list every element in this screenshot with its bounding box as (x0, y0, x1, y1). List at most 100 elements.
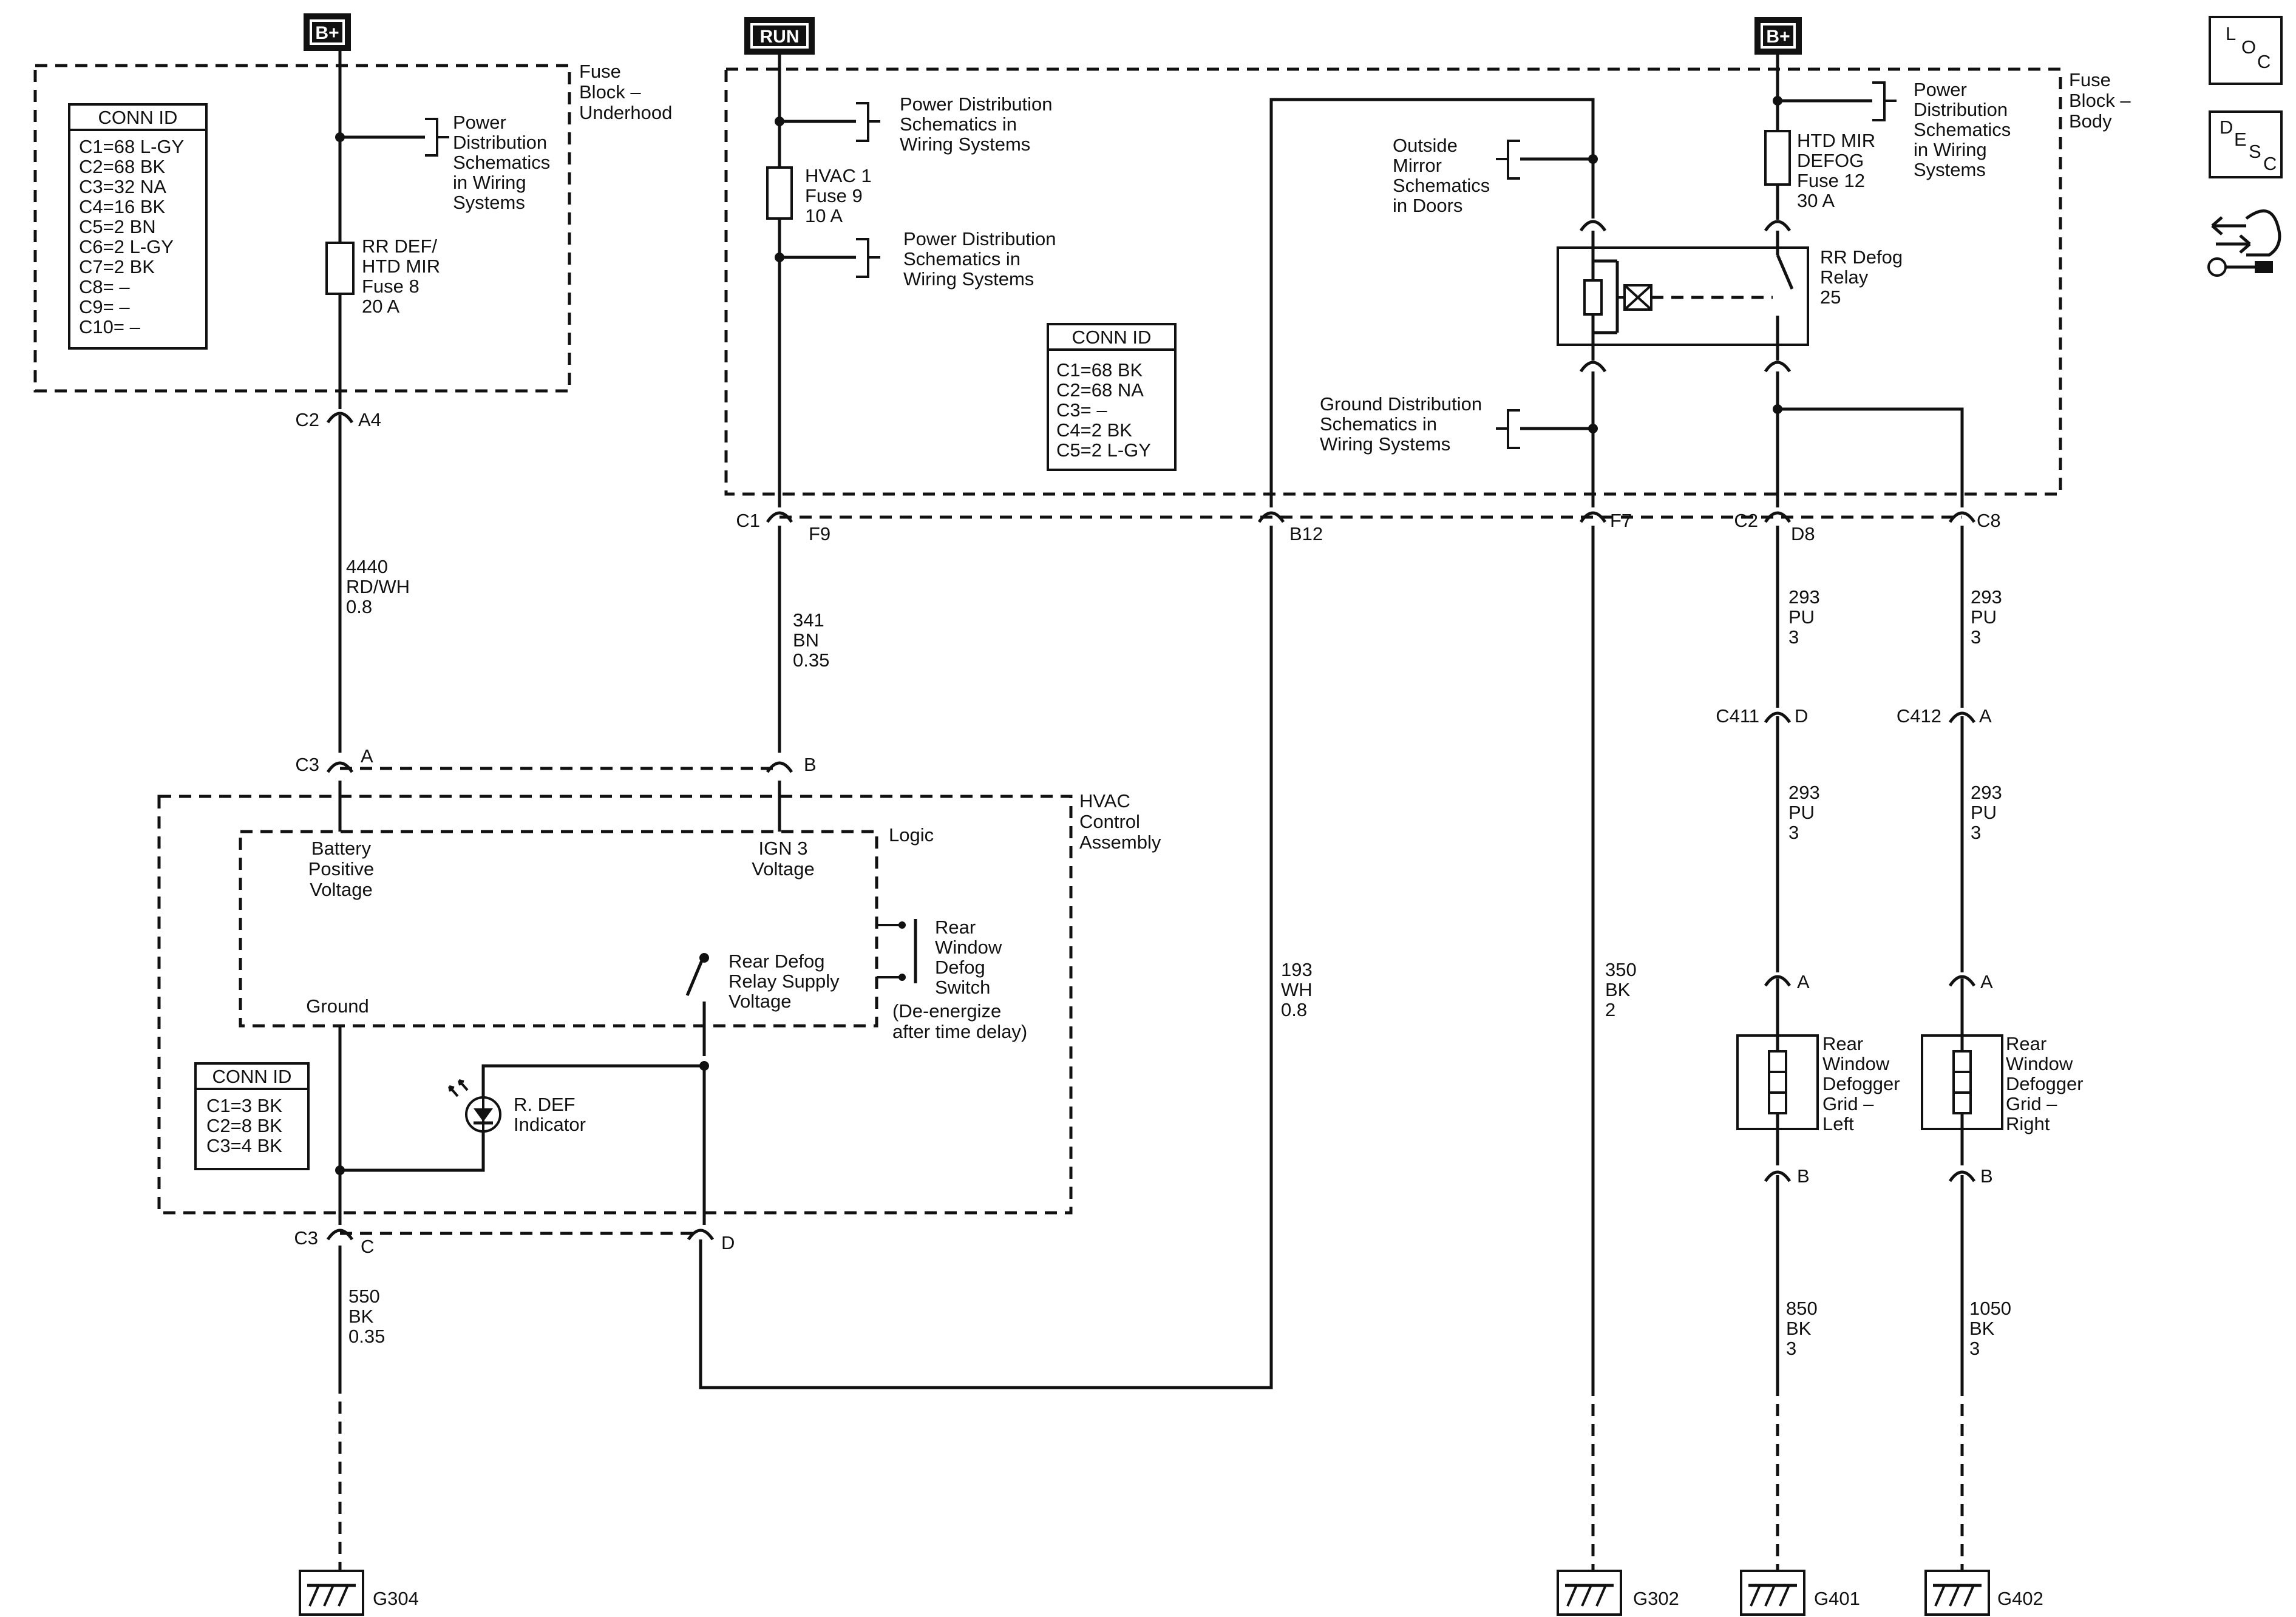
svg-text:IGN 3: IGN 3 (759, 838, 808, 859)
svg-text:BK: BK (1969, 1318, 1995, 1339)
svg-text:C4=16 BK: C4=16 BK (79, 196, 166, 217)
power-source-b-plus-left: B+ (304, 13, 351, 51)
svg-text:4440: 4440 (346, 556, 388, 577)
bracket-icon (856, 102, 880, 142)
outside-mirror-ref: Outside Mirror Schematics in Doors (1393, 135, 1490, 216)
svg-text:in Wiring: in Wiring (1914, 139, 1987, 160)
svg-text:Rear: Rear (1822, 1033, 1863, 1054)
fuse-icon (766, 166, 793, 220)
svg-text:A: A (1980, 971, 1993, 992)
svg-text:C3: C3 (295, 754, 319, 775)
svg-text:A: A (1797, 971, 1810, 992)
svg-text:(De-energize: (De-energize (892, 1000, 1001, 1022)
underhood-conn-id-table: CONN ID C1=68 L-GY C2=68 BK C3=32 NA C4=… (68, 103, 208, 350)
hvac-conn-id-table: CONN ID C1=3 BK C2=8 BK C3=4 BK (194, 1062, 310, 1170)
svg-text:Window: Window (935, 937, 1002, 958)
svg-text:C2=8 BK: C2=8 BK (206, 1115, 282, 1136)
svg-text:Rear Defog: Rear Defog (729, 951, 825, 972)
wire-350-label: 350 BK 2 (1605, 959, 1637, 1020)
svg-text:Assembly: Assembly (1079, 832, 1161, 853)
body-conn-id-table: CONN ID C1=68 BK C2=68 NA C3= – C4=2 BK … (1047, 323, 1177, 471)
svg-text:G302: G302 (1633, 1588, 1679, 1609)
connector-wrench-icon[interactable] (2207, 209, 2281, 277)
switch-note: (De-energize after time delay) (892, 1000, 1027, 1042)
wire-193 (699, 526, 1273, 1389)
defogger-grid-icon (1768, 1036, 1787, 1129)
svg-text:C3= –: C3= – (1056, 399, 1107, 421)
svg-text:0.35: 0.35 (348, 1326, 385, 1347)
svg-text:293: 293 (1971, 586, 2002, 608)
svg-text:after time delay): after time delay) (892, 1021, 1027, 1042)
svg-text:Fuse 8: Fuse 8 (362, 276, 419, 297)
connector-c2-d8: C2 D8 (1734, 510, 1815, 544)
svg-text:Voltage: Voltage (310, 879, 372, 900)
svg-text:C2=68 BK: C2=68 BK (79, 156, 166, 177)
svg-text:25: 25 (1820, 286, 1841, 308)
wire-550-label: 550 BK 0.35 (348, 1286, 385, 1347)
svg-text:C3: C3 (294, 1227, 318, 1249)
connector-c412-a: C412 A (1897, 705, 1992, 727)
svg-text:C5=2 BN: C5=2 BN (79, 216, 156, 237)
svg-text:Power Distribution: Power Distribution (903, 228, 1056, 249)
svg-text:Power Distribution: Power Distribution (900, 93, 1053, 115)
svg-text:B: B (804, 754, 817, 775)
connector-c3-a: C3 A (295, 745, 373, 775)
svg-text:Window: Window (2006, 1053, 2073, 1074)
bracket-icon (856, 238, 880, 278)
hvac-control-assembly-outline (157, 795, 1073, 1215)
bracket-icon (1496, 409, 1520, 449)
svg-text:Relay: Relay (1820, 266, 1869, 288)
svg-text:Grid –: Grid – (1822, 1093, 1874, 1114)
svg-text:Schematics: Schematics (1393, 175, 1490, 196)
svg-text:C: C (2257, 51, 2271, 72)
body-pd-ref-right: Power Distribution Schematics in Wiring … (1914, 79, 2011, 180)
svg-text:BK: BK (1605, 979, 1631, 1000)
fuse-block-underhood-outline (33, 64, 571, 393)
loc-button[interactable]: L O C (2209, 16, 2283, 85)
svg-text:C2: C2 (1734, 510, 1758, 531)
svg-text:D: D (721, 1232, 735, 1253)
svg-text:550: 550 (348, 1286, 380, 1307)
fuse-hvac-label: HVAC 1 Fuse 9 10 A (805, 165, 872, 226)
svg-text:R. DEF: R. DEF (514, 1094, 576, 1115)
defog-switch-icon (877, 919, 917, 983)
wire-293-d-label: 293 PU 3 (1971, 782, 2002, 843)
svg-text:Rear: Rear (2006, 1033, 2046, 1054)
grid-left-pin-b: B (1764, 1165, 1810, 1187)
power-source-b-plus-right: B+ (1754, 17, 1802, 55)
svg-text:Block –: Block – (579, 81, 641, 103)
svg-text:Wiring Systems: Wiring Systems (903, 268, 1034, 290)
svg-text:C1=68 BK: C1=68 BK (1056, 359, 1143, 381)
svg-text:3: 3 (1788, 626, 1799, 648)
svg-text:F7: F7 (1610, 510, 1632, 531)
svg-text:293: 293 (1971, 782, 2002, 803)
wire-850-label: 850 BK 3 (1786, 1298, 1818, 1359)
svg-text:Fuse 9: Fuse 9 (805, 185, 863, 206)
battery-voltage-label: Battery Positive Voltage (308, 838, 375, 900)
desc-button[interactable]: D E S C (2209, 110, 2283, 178)
svg-text:293: 293 (1788, 782, 1820, 803)
svg-text:Schematics in: Schematics in (903, 248, 1021, 270)
svg-text:Positive: Positive (308, 858, 375, 880)
svg-text:Fuse: Fuse (2069, 69, 2111, 90)
grid-right-pin-a: A (1948, 971, 1993, 992)
svg-text:F9: F9 (809, 523, 830, 544)
defogger-grid-icon (1952, 1036, 1972, 1129)
svg-text:O: O (2241, 36, 2256, 58)
svg-text:3: 3 (1786, 1338, 1796, 1359)
wire-1050-label: 1050 BK 3 (1969, 1298, 2011, 1359)
connector-b12: B12 (1257, 511, 1323, 544)
svg-text:Voltage: Voltage (729, 991, 791, 1012)
svg-text:PU: PU (1788, 606, 1815, 628)
svg-text:Relay Supply: Relay Supply (729, 971, 840, 992)
svg-text:Systems: Systems (1914, 159, 1986, 180)
svg-text:3: 3 (1971, 822, 1981, 843)
svg-text:Rear: Rear (935, 917, 976, 938)
svg-text:Wiring Systems: Wiring Systems (1320, 433, 1450, 455)
svg-text:HTD MIR: HTD MIR (1797, 130, 1875, 151)
svg-text:Power: Power (453, 112, 506, 133)
bracket-icon (1872, 81, 1897, 121)
svg-text:HVAC 1: HVAC 1 (805, 165, 872, 186)
svg-text:C2=68 NA: C2=68 NA (1056, 379, 1144, 401)
svg-text:G401: G401 (1814, 1588, 1860, 1609)
